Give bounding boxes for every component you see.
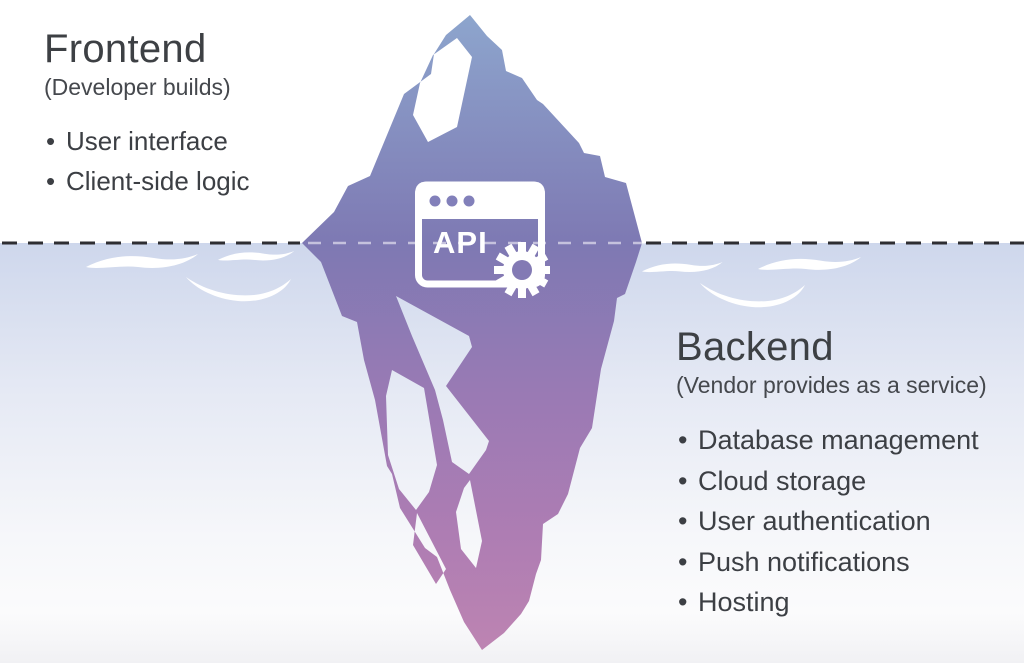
list-item: Cloud storage	[676, 467, 987, 495]
window-dot	[446, 195, 458, 207]
window-frame	[415, 181, 545, 288]
backend-subtitle: (Vendor provides as a service)	[676, 372, 987, 398]
frontend-list: User interface Client-side logic	[44, 128, 250, 194]
backend-section: Backend (Vendor provides as a service) D…	[676, 324, 987, 630]
list-item: Push notifications	[676, 548, 987, 576]
gear-icon	[494, 242, 550, 298]
list-item: Database management	[676, 427, 987, 454]
window-dot	[463, 195, 475, 207]
list-item: User authentication	[676, 508, 987, 535]
list-item: Client-side logic	[44, 168, 250, 194]
backend-title: Backend	[676, 325, 834, 369]
frontend-title: Frontend	[44, 27, 207, 71]
list-item: User interface	[44, 128, 250, 154]
iceberg-shape	[302, 15, 642, 650]
list-item: Hosting	[676, 589, 987, 616]
frontend-subtitle: (Developer builds)	[44, 74, 231, 100]
window-titlebar	[415, 181, 545, 219]
frontend-section: Frontend (Developer builds) User interfa…	[44, 26, 250, 208]
api-window-icon: API	[415, 181, 550, 298]
backend-list: Database management Cloud storage User a…	[676, 427, 987, 616]
window-dot	[429, 195, 441, 207]
api-label: API	[433, 225, 488, 260]
